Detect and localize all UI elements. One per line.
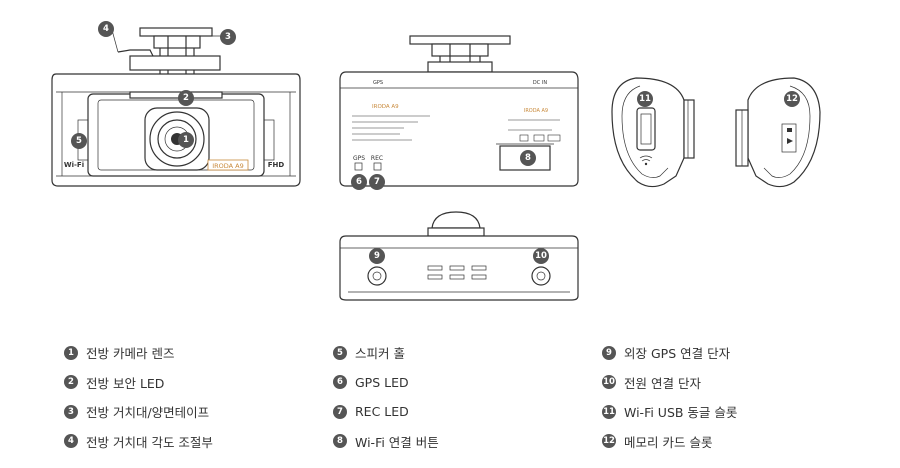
callout-11: 11 — [637, 91, 653, 107]
callout-9: 9 — [369, 248, 385, 264]
legend-number: 5 — [333, 345, 347, 360]
legend-item: 2 전방 보안 LED — [64, 368, 213, 398]
legend-text: Wi-Fi 연결 버튼 — [355, 434, 439, 450]
product-diagram: .ln { fill: none; stroke: #333; stroke-w… — [51, 21, 821, 301]
bottom-view — [339, 211, 579, 301]
back-mount — [409, 35, 511, 73]
callout-8: 8 — [520, 150, 536, 166]
legend-item: 11 Wi-Fi USB 동글 슬롯 — [602, 397, 737, 427]
right-side-view — [735, 77, 821, 188]
callout-1: 1 — [178, 132, 194, 148]
legend-column-2: 5 스피커 홀 6 GPS LED 7 REC LED 8 Wi-Fi 연결 버튼 — [333, 338, 439, 456]
svg-text:9: 9 — [374, 251, 380, 261]
callout-10: 10 — [533, 248, 549, 264]
callout-12: 12 — [784, 91, 800, 107]
legend-number: 10 — [602, 375, 616, 390]
svg-text:10: 10 — [535, 251, 547, 261]
gps-led-label: GPS — [353, 155, 365, 162]
svg-text:12: 12 — [786, 94, 798, 104]
legend-text: 스피커 홀 — [355, 346, 405, 362]
legend-column-1: 1 전방 카메라 렌즈 2 전방 보안 LED 3 전방 거치대/양면테이프 4 전방 … — [64, 338, 213, 456]
power-port[interactable] — [531, 266, 551, 286]
left-side-view — [611, 77, 695, 188]
legend-item: 10 전원 연결 단자 — [602, 368, 737, 398]
rec-led — [373, 162, 382, 171]
legend-item: 9 외장 GPS 연결 단자 — [602, 338, 737, 368]
svg-text:8: 8 — [525, 153, 531, 163]
legend-number: 8 — [333, 434, 347, 449]
legend-text: GPS LED — [355, 374, 409, 390]
svg-text:11: 11 — [639, 94, 651, 104]
legend-column-3: 9 외장 GPS 연결 단자 10 전원 연결 단자 11 Wi-Fi USB 동글 … — [602, 338, 737, 456]
front-wifi-label: Wi-Fi — [64, 161, 84, 169]
front-brand-logo: IRODA A9 — [212, 162, 244, 170]
legend-number: 4 — [64, 434, 78, 449]
callouts: 1 2 3 4 5 6 7 8 9 10 11 12 — [71, 21, 800, 264]
legend-number: 11 — [602, 404, 616, 419]
svg-text:IRODA A9: IRODA A9 — [524, 108, 548, 114]
svg-text:5: 5 — [76, 136, 82, 146]
rec-led-label: REC — [371, 155, 383, 162]
legend-item: 7 REC LED — [333, 397, 439, 427]
legend-number: 12 — [602, 434, 616, 449]
legend-text: 메모리 카드 슬롯 — [624, 434, 713, 450]
legend-number: 3 — [64, 404, 78, 419]
svg-text:3: 3 — [225, 32, 231, 42]
legend-item: 8 Wi-Fi 연결 버튼 — [333, 427, 439, 457]
legend-number: 7 — [333, 404, 347, 419]
legend-text: 전방 카메라 렌즈 — [86, 346, 175, 362]
back-top-label-gps: GPS — [373, 80, 383, 86]
callout-6: 6 — [351, 174, 367, 190]
front-mount — [117, 27, 221, 74]
legend-text: 전방 보안 LED — [86, 375, 165, 391]
svg-text:4: 4 — [103, 24, 109, 34]
legend-text: 전방 거치대/양면테이프 — [86, 405, 210, 421]
legend-item: 3 전방 거치대/양면테이프 — [64, 397, 213, 427]
legend-item: 12 메모리 카드 슬롯 — [602, 427, 737, 457]
legend-text: 외장 GPS 연결 단자 — [624, 346, 731, 362]
front-camera-lens — [144, 107, 210, 171]
gps-led — [354, 162, 363, 171]
svg-text:6: 6 — [356, 177, 362, 187]
external-gps-port[interactable] — [367, 266, 387, 286]
legend-text: 전원 연결 단자 — [624, 375, 701, 391]
legend-item: 4 전방 거치대 각도 조절부 — [64, 427, 213, 457]
legend-text: 전방 거치대 각도 조절부 — [86, 434, 213, 450]
legend-number: 2 — [64, 375, 78, 390]
callout-5: 5 — [71, 133, 87, 149]
legend-text: Wi-Fi USB 동글 슬롯 — [624, 405, 738, 421]
callout-4: 4 — [98, 21, 114, 37]
callout-2: 2 — [178, 90, 194, 106]
legend-item: 6 GPS LED — [333, 368, 439, 398]
legend-text: REC LED — [355, 404, 409, 420]
callout-7: 7 — [369, 174, 385, 190]
callout-3: 3 — [220, 29, 236, 45]
legend-number: 1 — [64, 345, 78, 360]
back-view: GPS DC IN IRODA A9 IRODA A9 GPS REC — [339, 35, 579, 187]
legend: 1 전방 카메라 렌즈 2 전방 보안 LED 3 전방 거치대/양면테이프 4 전방 … — [0, 338, 900, 458]
svg-text:7: 7 — [374, 177, 380, 187]
legend-number: 9 — [602, 345, 616, 360]
svg-text:1: 1 — [183, 135, 189, 145]
legend-number: 6 — [333, 375, 347, 390]
back-top-label-dcin: DC IN — [533, 80, 547, 86]
svg-text:2: 2 — [183, 93, 189, 103]
back-brand-logo: IRODA A9 — [372, 104, 399, 110]
legend-item: 5 스피커 홀 — [333, 338, 439, 368]
front-view: IRODA A9 Wi-Fi FHD — [51, 27, 301, 187]
legend-item: 1 전방 카메라 렌즈 — [64, 338, 213, 368]
front-fhd-label: FHD — [268, 161, 285, 169]
